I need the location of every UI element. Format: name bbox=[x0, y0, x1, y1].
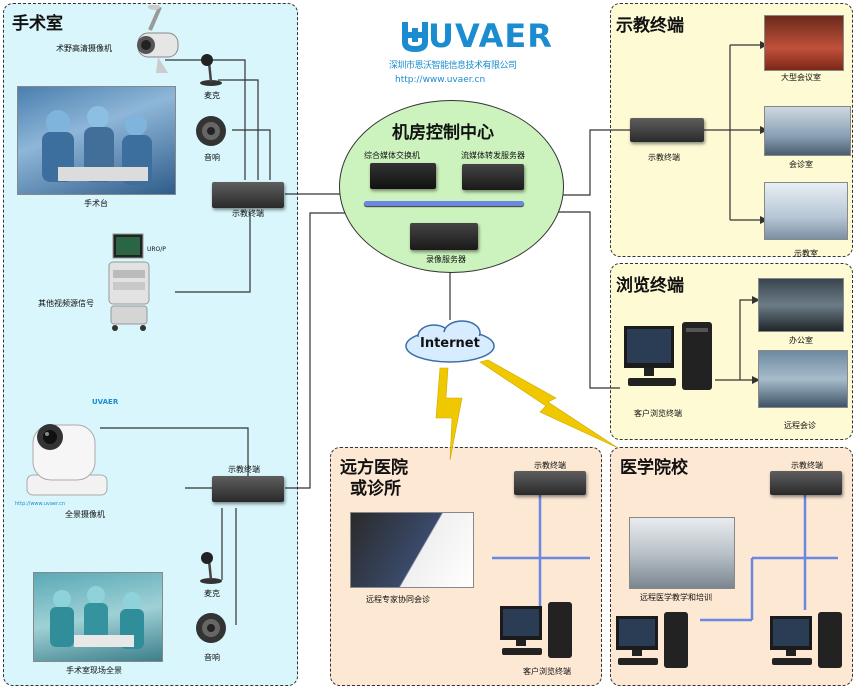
or-terminal-1-label: 示教终端 bbox=[232, 209, 264, 218]
brand-logo-mark bbox=[402, 22, 428, 52]
remote-client-pc[interactable] bbox=[496, 600, 576, 662]
remote-meeting-label: 远程专家协同会诊 bbox=[366, 595, 430, 604]
operating-table-photo bbox=[17, 86, 176, 195]
brand-logo: UVAER bbox=[398, 17, 552, 55]
microphone-icon bbox=[200, 54, 222, 86]
or-terminal-1[interactable] bbox=[212, 182, 284, 208]
wire-browse-fanout bbox=[715, 299, 752, 381]
pc-icon bbox=[770, 612, 842, 668]
remote-consult-photo bbox=[758, 350, 848, 408]
stream-server-label: 流媒体转发服务器 bbox=[461, 151, 525, 160]
wire-center-to-browse bbox=[548, 211, 620, 389]
browse-client-label: 客户浏览终端 bbox=[634, 409, 682, 418]
or-scene-label: 手术室现场全景 bbox=[66, 666, 122, 675]
ptz-camera bbox=[25, 405, 110, 500]
record-server[interactable] bbox=[410, 223, 478, 250]
operating-table-label: 手术台 bbox=[84, 199, 108, 208]
ptz-url: http://www.uvaer.cn bbox=[15, 501, 66, 507]
room-label-1: 会诊室 bbox=[789, 160, 813, 169]
teaching-terminal-title: 示教终端 bbox=[616, 16, 684, 36]
remote-hospital-title-2: 或诊所 bbox=[350, 479, 401, 499]
school-training-label: 远程医学教学和培训 bbox=[640, 593, 712, 602]
wire-ptz bbox=[100, 427, 249, 477]
wire-mic bbox=[218, 79, 259, 180]
or-scene-icon bbox=[50, 586, 144, 649]
remote-hospital-title-1: 远方医院 bbox=[340, 458, 408, 478]
pc-icon bbox=[616, 612, 688, 668]
surgeons-icon bbox=[42, 106, 152, 185]
ptz-brand: UVAER bbox=[92, 398, 119, 406]
microphone-2-icon bbox=[200, 552, 222, 584]
teaching-terminal-device-label: 示教终端 bbox=[648, 153, 680, 162]
school-terminal-label: 示教终端 bbox=[791, 461, 823, 470]
brand-company: 深圳市恩沃智能信息技术有限公司 bbox=[389, 61, 517, 71]
stream-server[interactable] bbox=[462, 164, 524, 190]
speaker-icon bbox=[196, 116, 226, 146]
brand-url[interactable]: http://www.uvaer.cn bbox=[395, 75, 486, 85]
speaker-label: 音响 bbox=[204, 153, 220, 162]
speaker-2 bbox=[193, 610, 229, 646]
microphone-label: 麦克 bbox=[204, 91, 220, 100]
media-switch[interactable] bbox=[370, 163, 436, 189]
speaker bbox=[193, 113, 229, 149]
office-photo bbox=[758, 278, 844, 332]
endoscope-cart bbox=[103, 232, 173, 332]
consultation-photo bbox=[764, 106, 851, 156]
remote-terminal-label: 示教终端 bbox=[534, 461, 566, 470]
school-training-photo bbox=[629, 517, 735, 589]
wire-speaker bbox=[232, 129, 271, 180]
school-pc-1[interactable] bbox=[612, 610, 692, 672]
or-scene-photo bbox=[33, 572, 163, 662]
remote-terminal-device[interactable] bbox=[514, 471, 586, 495]
pc-icon bbox=[500, 602, 572, 658]
wireless-bolt-left bbox=[435, 367, 463, 461]
teaching-room-photo bbox=[764, 182, 848, 240]
speaker-2-label: 音响 bbox=[204, 653, 220, 662]
medical-school-title: 医学院校 bbox=[620, 458, 688, 478]
pc-icon bbox=[624, 322, 712, 390]
cloud-icon bbox=[405, 320, 495, 363]
hd-camera-label: 术野高清摄像机 bbox=[56, 44, 112, 53]
control-center-title: 机房控制中心 bbox=[392, 123, 494, 143]
media-switch-label: 综合媒体交换机 bbox=[364, 151, 420, 160]
wire-center-to-teaching bbox=[560, 129, 630, 196]
wire-camera bbox=[165, 59, 246, 180]
brand-logo-text: UVAER bbox=[428, 17, 553, 55]
hd-camera-icon bbox=[137, 4, 179, 73]
large-conference-photo bbox=[764, 15, 844, 71]
or-terminal-2-label: 示教终端 bbox=[228, 465, 260, 474]
internet-label: Internet bbox=[420, 336, 480, 351]
ptz-camera-icon bbox=[26, 424, 108, 496]
school-pc-2[interactable] bbox=[766, 610, 846, 672]
wireless-bolt-right bbox=[479, 359, 619, 449]
remote-meeting-photo bbox=[350, 512, 474, 588]
speaker-2-icon bbox=[196, 613, 226, 643]
wire-endoscope bbox=[175, 212, 251, 293]
record-server-label: 录像服务器 bbox=[426, 255, 466, 264]
hd-camera bbox=[130, 4, 182, 77]
browse-room-1: 远程会诊 bbox=[784, 421, 816, 430]
endoscope-cart-icon bbox=[108, 233, 150, 331]
microphone-2-label: 麦克 bbox=[204, 589, 220, 598]
ptz-label: 全景摄像机 bbox=[65, 510, 105, 519]
wire-or2-to-center bbox=[285, 212, 360, 489]
or-terminal-2[interactable] bbox=[212, 476, 284, 502]
browse-terminal-title: 浏览终端 bbox=[616, 276, 684, 296]
teaching-terminal-device[interactable] bbox=[630, 118, 704, 142]
browse-room-0: 办公室 bbox=[789, 336, 813, 345]
endoscope-label: 其他视频源信号 bbox=[38, 299, 94, 308]
wire-teaching-fanout bbox=[704, 44, 760, 221]
remote-client-label: 客户浏览终端 bbox=[523, 667, 571, 676]
room-label-2: 示教室 bbox=[794, 249, 818, 258]
school-terminal-device[interactable] bbox=[770, 471, 842, 495]
center-bus bbox=[364, 201, 524, 206]
browse-client-pc[interactable] bbox=[620, 320, 716, 396]
endoscope-screen-text: URO/P bbox=[147, 246, 166, 253]
operating-room-title: 手术室 bbox=[12, 14, 63, 34]
room-label-0: 大型会议室 bbox=[781, 73, 821, 82]
internet-cloud bbox=[402, 318, 498, 368]
microphone bbox=[196, 52, 226, 86]
microphone-2 bbox=[196, 550, 226, 584]
